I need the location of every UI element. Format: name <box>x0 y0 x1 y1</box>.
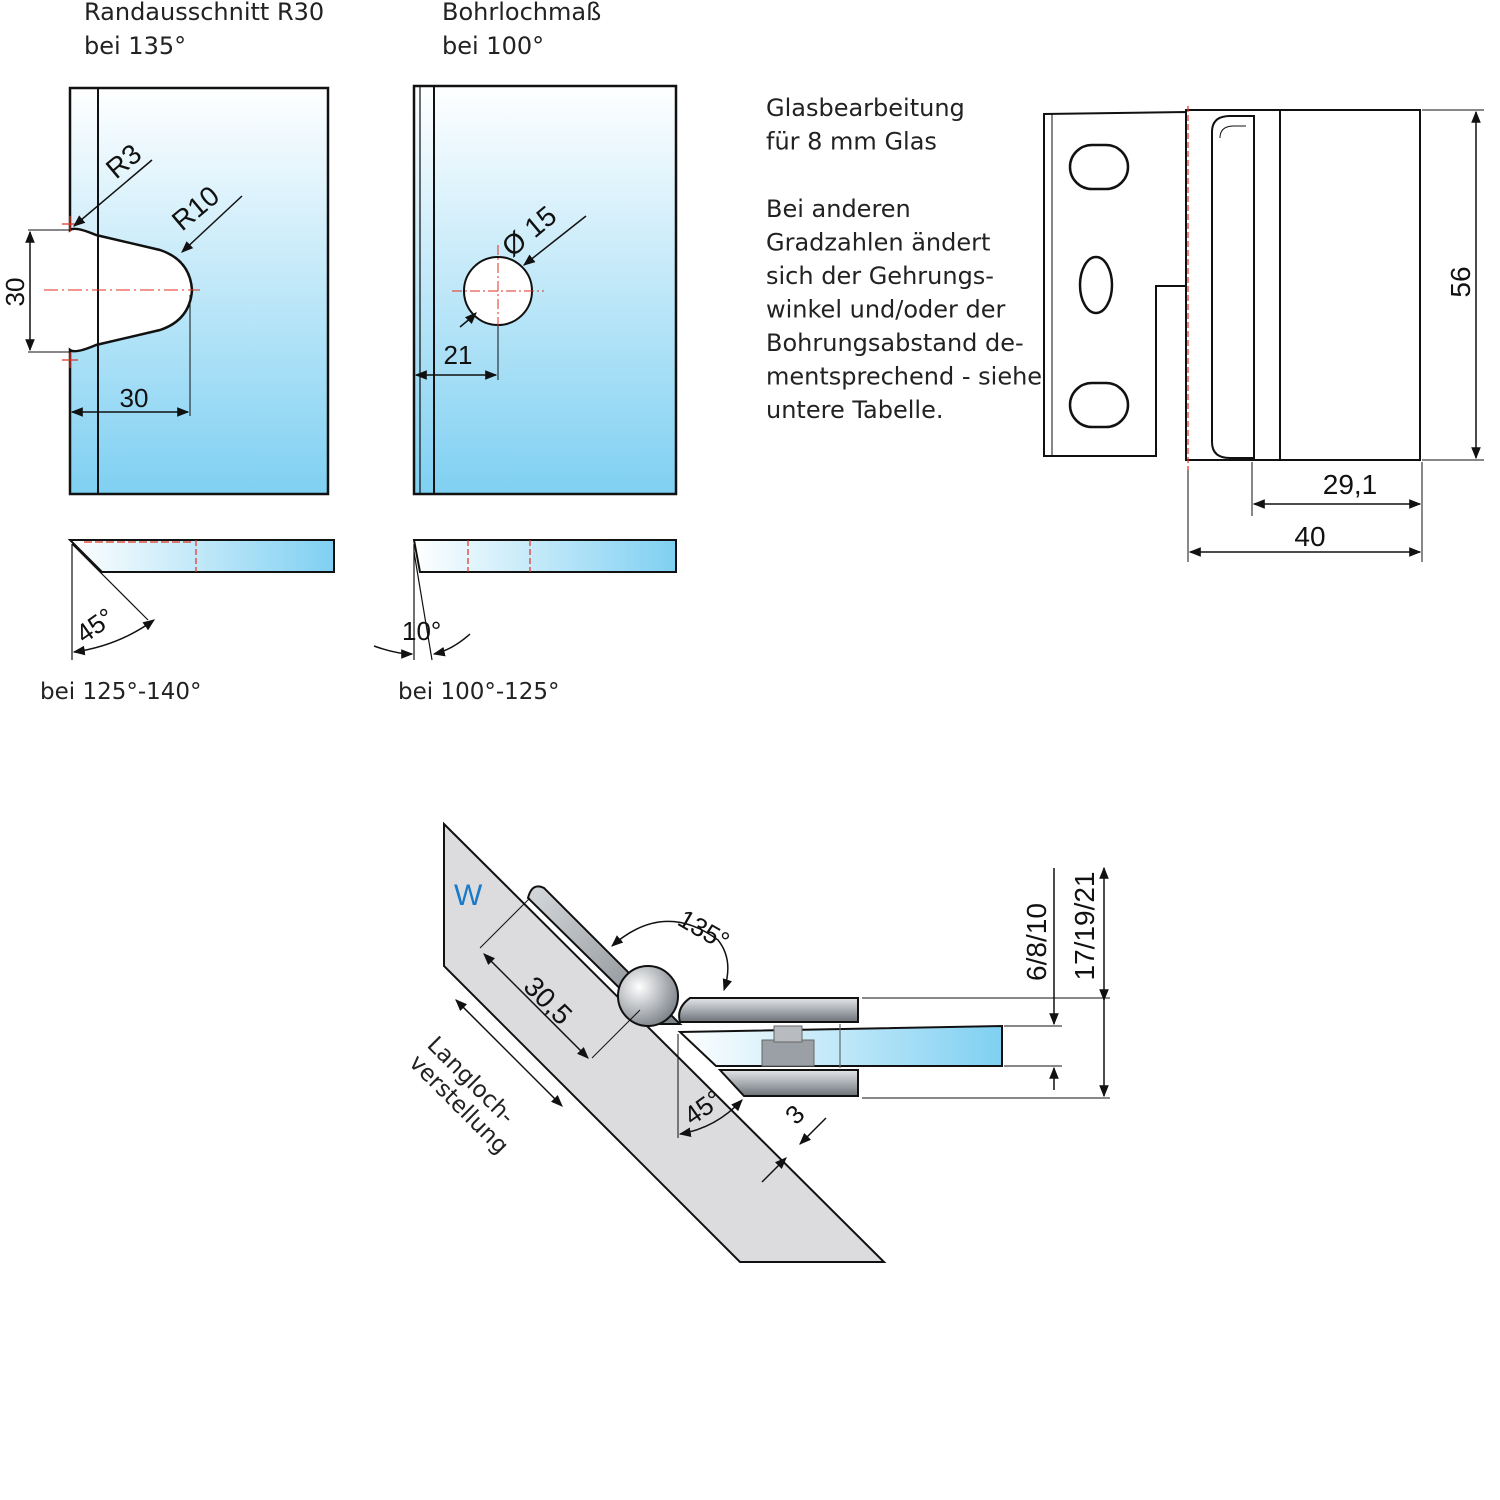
clamp-plate-top <box>678 997 859 1023</box>
note-line: für 8 mm Glas <box>766 128 937 156</box>
dim-40-label: 40 <box>1294 521 1325 552</box>
edge-view-mitre: 45° bei 125°-140° <box>40 539 335 705</box>
note-line: Bohrungsabstand de- <box>766 329 1024 357</box>
note-line: mentsprechend - siehe <box>766 363 1042 391</box>
glass-thickness-label: 6/8/10 <box>1021 903 1052 981</box>
round-hole <box>1078 255 1114 315</box>
angle-10-label: 10° <box>402 616 441 646</box>
section-view: W 135° 30,5 Langloch- verstellung 45° 3 <box>404 821 1110 1263</box>
hinge-knuckle <box>617 965 679 1027</box>
note-line: sich der Gehrungs- <box>766 262 994 290</box>
glass-edge-mitre <box>67 539 335 573</box>
panel1-subtitle: bei 135° <box>84 32 186 60</box>
slot-hole-bottom <box>1068 381 1130 429</box>
panel-drill-hole: Bohrlochmaß bei 100° Ø 15 21 <box>412 0 678 496</box>
clamp-plate-bottom <box>717 1069 859 1097</box>
edge-view-angle: 10° bei 100°-125° <box>373 539 677 705</box>
glass-section <box>677 1024 1003 1067</box>
dim-56-label: 56 <box>1445 266 1476 297</box>
panel1-title: Randausschnitt R30 <box>84 0 324 26</box>
note-line: untere Tabelle. <box>766 396 943 424</box>
note-line: winkel und/oder der <box>766 296 1006 324</box>
glass-pane-cutout <box>68 86 330 496</box>
dim-depth-label: 30 <box>120 383 149 413</box>
note-line: Bei anderen <box>766 195 911 223</box>
edge1-caption: bei 125°-140° <box>40 679 202 705</box>
gap-label: 3 <box>779 1099 810 1130</box>
wall-label: W <box>454 879 483 912</box>
note-line: Glasbearbeitung <box>766 94 965 122</box>
dim-height-label: 30 <box>0 278 30 307</box>
panel2-subtitle: bei 100° <box>442 32 544 60</box>
clamp-screw <box>761 1039 815 1067</box>
hinge-front-view: 56 29,1 40 <box>1043 106 1484 562</box>
dim-offset-label: 21 <box>444 340 473 370</box>
r3-leader <box>73 159 153 227</box>
clamp-thickness-label: 17/19/21 <box>1069 872 1100 981</box>
center-marks <box>62 216 78 368</box>
note-line: Gradzahlen ändert <box>766 229 990 257</box>
r10-leader <box>181 195 243 253</box>
slot-adjust-arrow <box>455 999 563 1107</box>
slot-hole-top <box>1068 143 1130 191</box>
glass-edge-angle <box>412 539 677 573</box>
glass-pane-hole <box>412 84 678 496</box>
clamp-insert <box>1211 115 1255 459</box>
dim-29-label: 29,1 <box>1323 469 1378 500</box>
angle-135-label: 135° <box>673 903 735 956</box>
panel2-title: Bohrlochmaß <box>442 0 601 26</box>
panel-edge-cutout: Randausschnitt R30 bei 135° 30 30 R3 R10 <box>0 0 330 496</box>
edge2-caption: bei 100°-125° <box>398 679 560 705</box>
